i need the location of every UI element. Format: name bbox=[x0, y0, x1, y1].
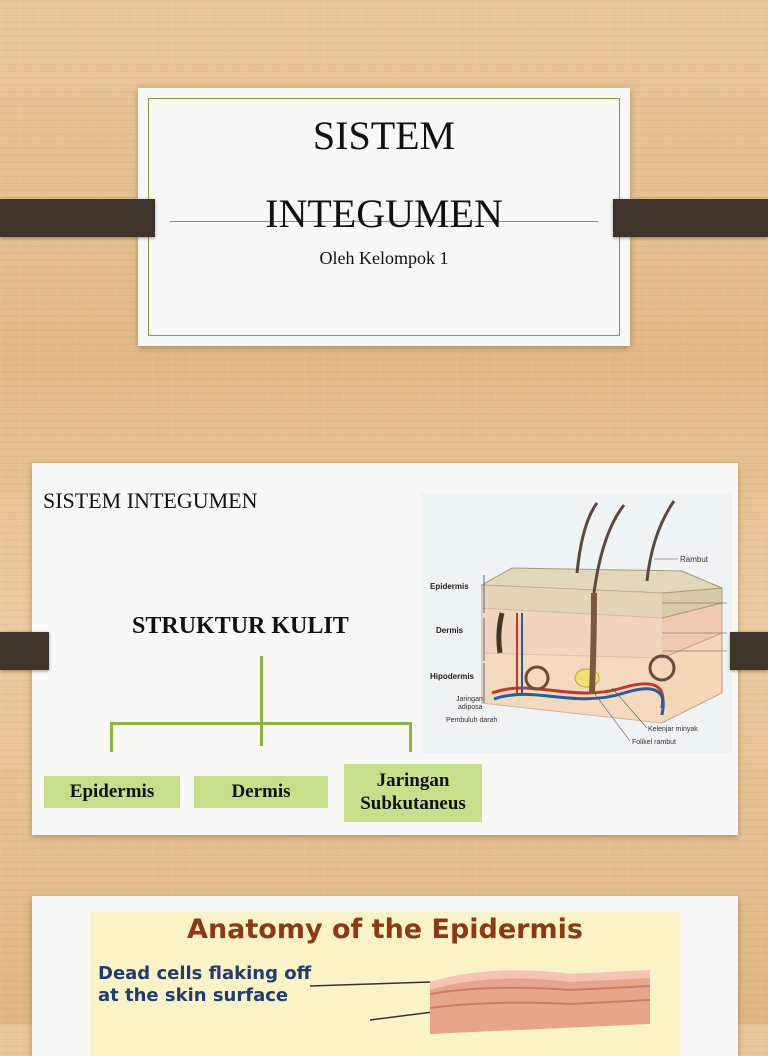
binder-clip-left bbox=[0, 199, 155, 237]
label-jaringan: Jaringan bbox=[456, 696, 483, 703]
label-rambut: Rambut bbox=[680, 555, 709, 564]
tree-right-leg bbox=[409, 722, 412, 752]
binder-clip-right bbox=[613, 199, 768, 237]
divider-line bbox=[170, 221, 598, 222]
label-adiposa: adiposa bbox=[458, 704, 483, 711]
label-pembuluh-darah: Pembuluh darah bbox=[446, 717, 497, 724]
label-hipodermis: Hipodermis bbox=[430, 672, 475, 681]
structure-slide[interactable]: SISTEM INTEGUMEN STRUKTUR KULIT Epidermi… bbox=[32, 463, 738, 835]
section-heading: STRUKTUR KULIT bbox=[132, 613, 349, 639]
skin-cross-section-figure: Epidermis Dermis Hipodermis Jaringan adi… bbox=[422, 493, 732, 753]
title-slide[interactable]: SISTEM INTEGUMEN Oleh Kelompok 1 bbox=[138, 88, 630, 346]
epidermis-slide[interactable]: Anatomy of the Epidermis Dead cells flak… bbox=[32, 896, 738, 1056]
tree-left-leg bbox=[110, 722, 113, 752]
label-folikel-rambut: Folikel rambut bbox=[632, 739, 676, 746]
anatomy-title: Anatomy of the Epidermis bbox=[187, 914, 583, 945]
box-jaringan-subkutaneus[interactable]: Jaringan Subkutaneus bbox=[344, 764, 482, 822]
binder-clip-left-2 bbox=[0, 632, 49, 670]
tree-trunk-line bbox=[260, 656, 263, 746]
title-line-1: SISTEM bbox=[312, 113, 456, 158]
label-dermis: Dermis bbox=[436, 626, 464, 635]
title-line-2: INTEGUMEN bbox=[265, 191, 503, 236]
binder-clip-right-2 bbox=[730, 632, 768, 670]
subtitle: Oleh Kelompok 1 bbox=[319, 248, 449, 268]
label-epidermis: Epidermis bbox=[430, 582, 469, 591]
tree-branch-line bbox=[110, 722, 412, 725]
anatomy-label: Dead cells flaking off at the skin surfa… bbox=[98, 963, 312, 1006]
slide-header: SISTEM INTEGUMEN bbox=[43, 488, 258, 513]
box-epidermis[interactable]: Epidermis bbox=[44, 776, 180, 808]
epidermis-layers-illustration bbox=[310, 970, 651, 1034]
anatomy-image: Anatomy of the Epidermis Dead cells flak… bbox=[90, 912, 680, 1056]
box-dermis[interactable]: Dermis bbox=[194, 776, 328, 808]
label-kelenjar-minyak: Kelenjar minyak bbox=[648, 726, 698, 733]
